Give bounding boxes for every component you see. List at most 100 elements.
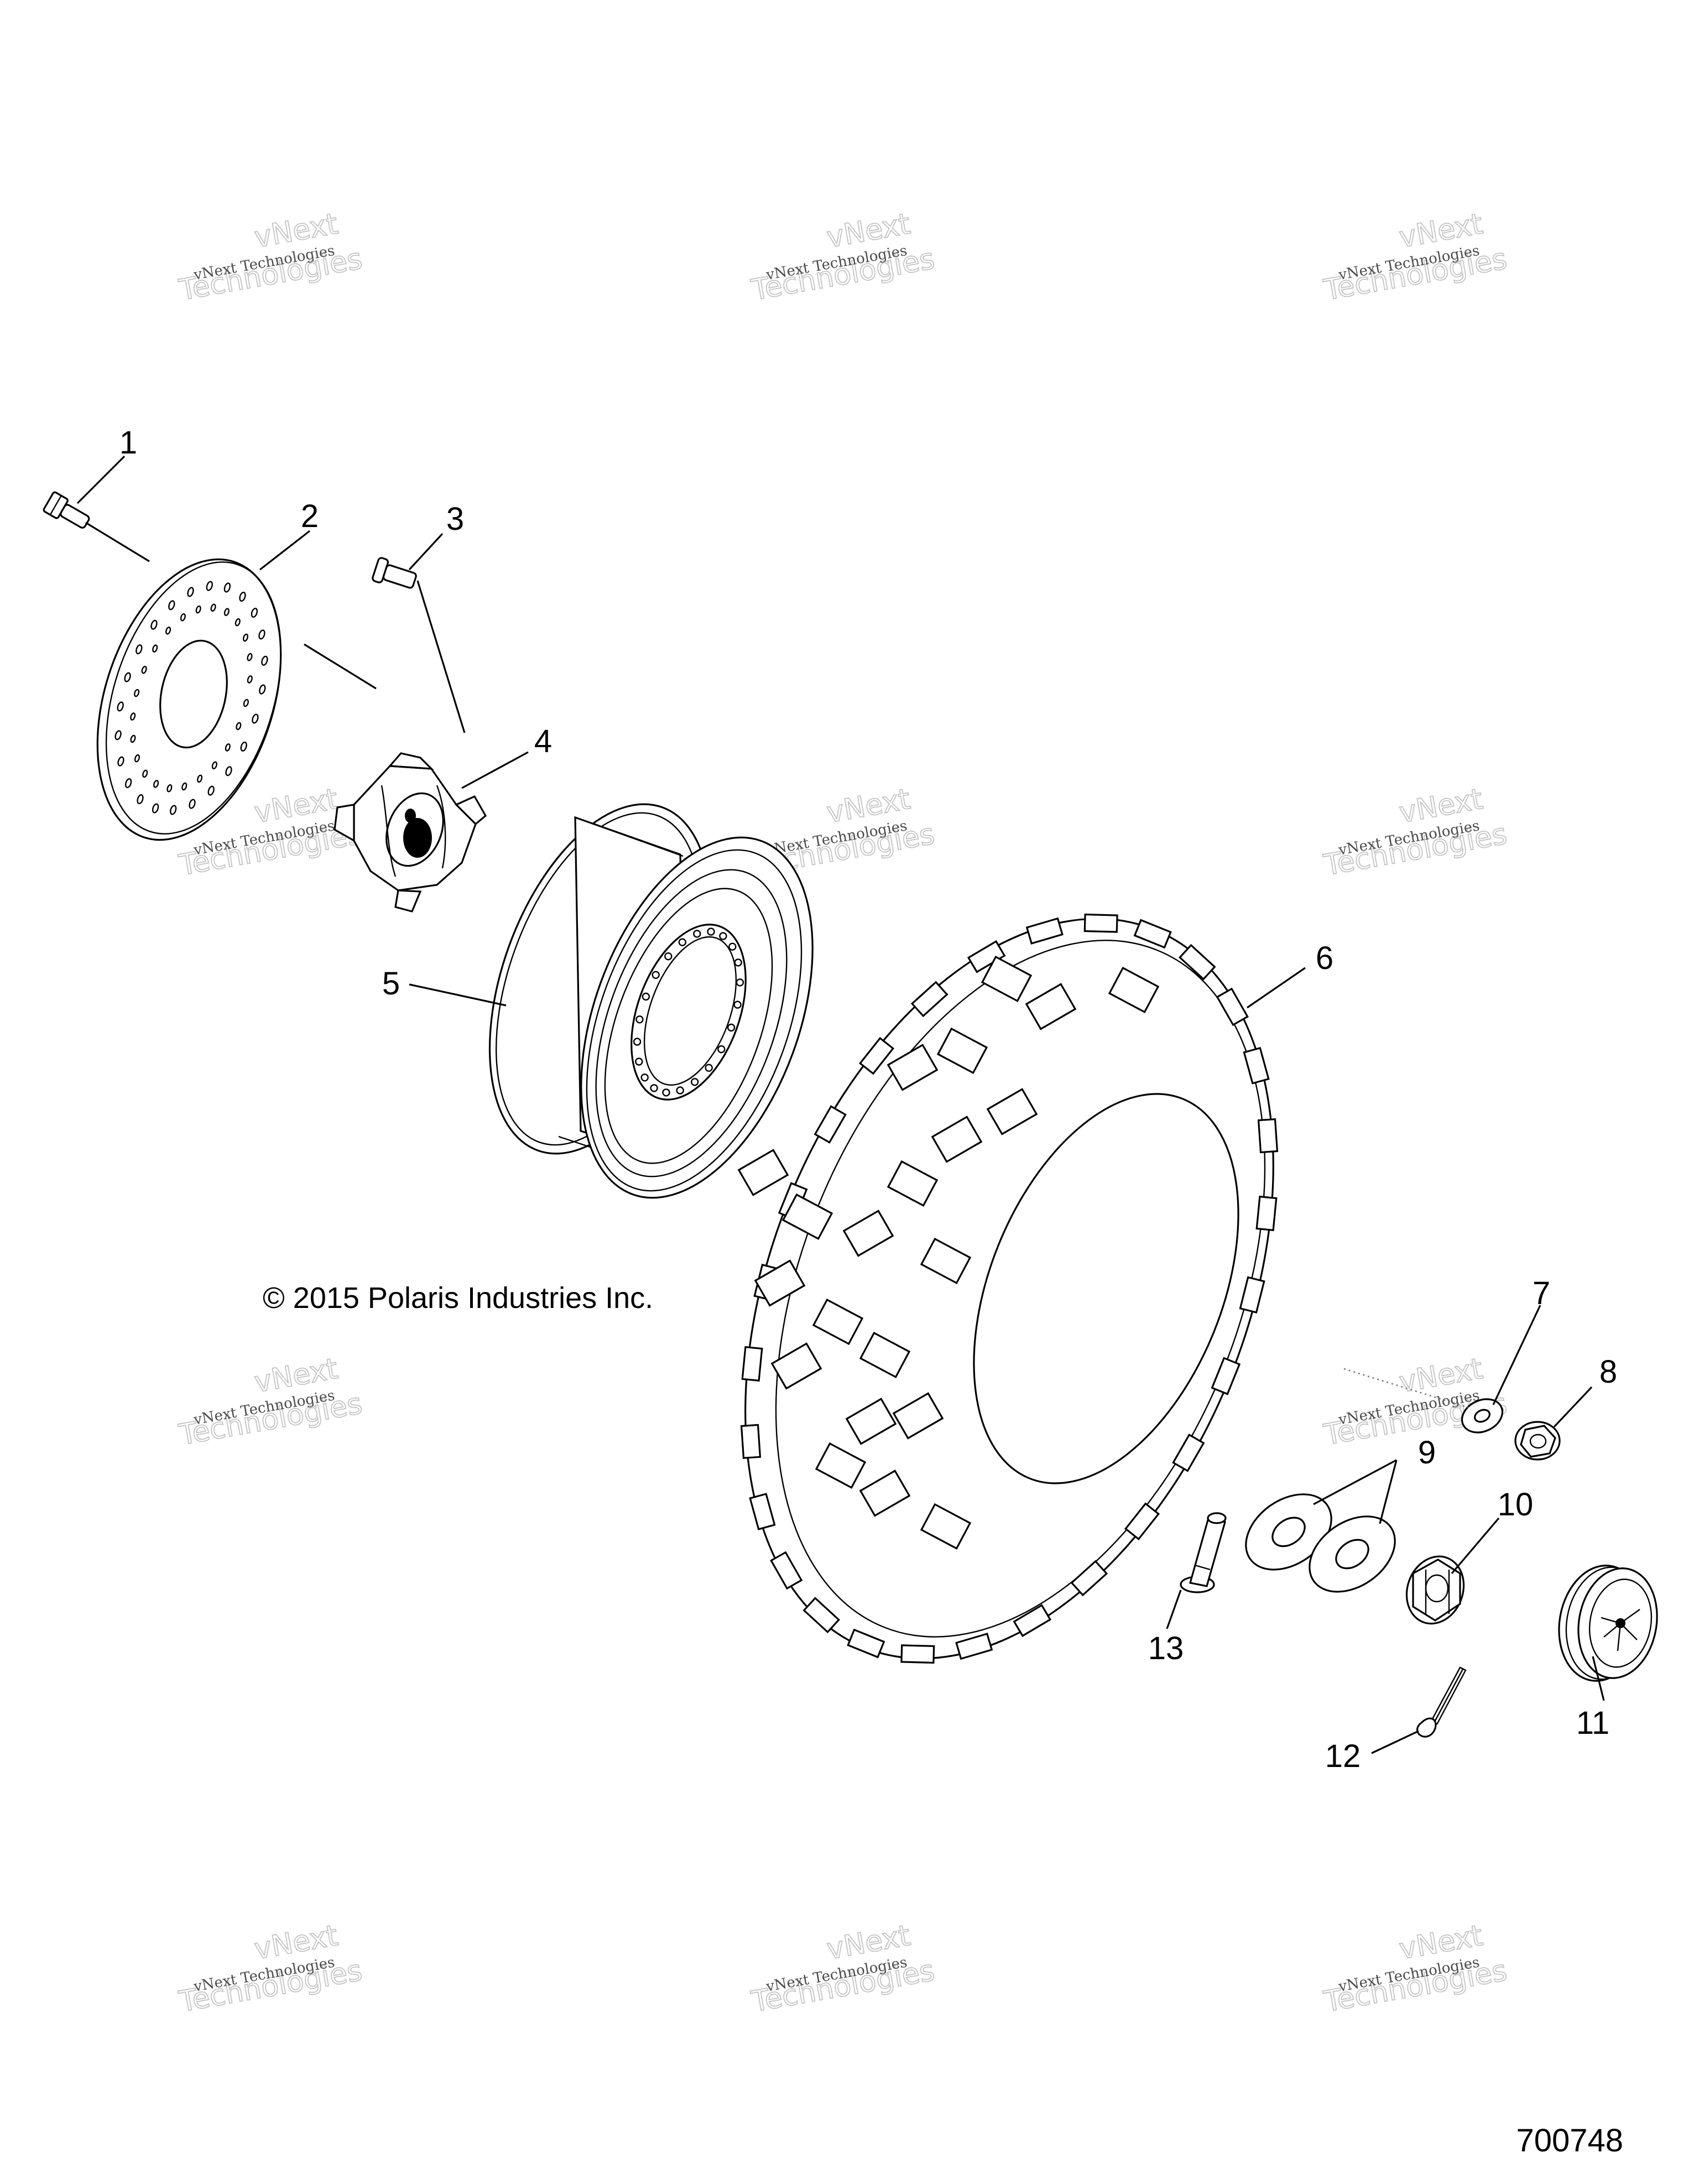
document-number: 700748 (1516, 2123, 1623, 2159)
tread-lug (770, 1342, 822, 1390)
tread-lug (1211, 1357, 1241, 1395)
disc-hole (153, 780, 159, 788)
rim-bolt (652, 971, 660, 979)
part-11-hub-cap (1558, 1565, 1658, 1682)
rim-bolt (736, 978, 744, 987)
tread-lug (859, 1331, 911, 1379)
tread-lug (815, 1442, 867, 1489)
tread-lug (802, 1597, 840, 1634)
disc-hole (170, 805, 177, 815)
disc-hole (135, 644, 143, 655)
disc-hole (134, 754, 140, 763)
rim-bolt (705, 1064, 713, 1072)
rim-bolt (707, 927, 715, 936)
tread-lug (900, 1644, 935, 1664)
tread-lug (814, 1105, 847, 1144)
disc-hole (165, 626, 171, 635)
tread-lug (1172, 1434, 1205, 1472)
disc-hole (197, 774, 203, 783)
tread-lug (1179, 944, 1216, 981)
rim-bolt (728, 942, 737, 951)
disc-hole (166, 784, 173, 793)
callout-5: 5 (382, 966, 400, 1002)
tread-lug (1070, 1560, 1108, 1597)
part-3-stud (372, 557, 417, 589)
tread-lug (1133, 919, 1172, 949)
tread-lug (910, 981, 948, 1018)
rim-bolt (676, 1086, 684, 1094)
disc-hole (252, 713, 259, 724)
callout-4: 4 (534, 723, 552, 759)
callout-1: 1 (119, 425, 137, 461)
tread-lug (931, 1116, 983, 1163)
tread-lug (887, 1044, 939, 1091)
part-12-cotter-pin (1416, 1666, 1467, 1738)
tread-lug (1124, 1502, 1160, 1541)
rim-bolt (635, 1015, 644, 1024)
tread-lug (770, 1551, 803, 1590)
part-1-bolt (43, 491, 90, 529)
disc-hole (223, 582, 231, 593)
disc-hole (225, 766, 232, 776)
part-9-washers (1245, 1493, 1396, 1593)
tread-lug (892, 1392, 944, 1440)
tread-lug (737, 1149, 789, 1196)
watermark: vNext Technologies vNext Technologies (748, 1919, 937, 2019)
part-7-washer (1461, 1398, 1504, 1434)
disc-hole (134, 689, 140, 697)
callout-11: 11 (1576, 1705, 1609, 1741)
disc-hole (150, 619, 158, 630)
disc-holes (114, 581, 268, 815)
part-6-tire (737, 913, 1279, 1664)
disc-hole (117, 756, 124, 767)
tread-lug (1083, 913, 1118, 933)
copyright-notice: © 2015 Polaris Industries Inc. (263, 1281, 653, 1315)
disc-hole (168, 600, 175, 611)
disc-hole (259, 684, 266, 695)
watermark: vNext Technologies vNext Technologies (748, 207, 937, 307)
tread-lug (1255, 1195, 1278, 1232)
tread-lug (936, 1027, 988, 1075)
tread-lug (741, 1346, 763, 1382)
callout-2: 2 (301, 498, 319, 534)
rim-bolt (717, 1045, 726, 1054)
callout-9: 9 (1418, 1435, 1436, 1471)
rim-bolt (719, 932, 727, 940)
tread-lug (1257, 1118, 1279, 1154)
watermark: vNext Technologies vNext Technologies (1321, 1919, 1510, 2019)
part-2-brake-disc (96, 558, 282, 841)
disc-hole (141, 665, 147, 674)
disc-hole (152, 803, 159, 814)
rim-bolt (727, 1023, 736, 1032)
tread-lug (1108, 966, 1160, 1014)
disc-hole (207, 785, 215, 796)
disc-hole (124, 672, 131, 682)
tread-lug (1013, 1604, 1052, 1638)
tread-lug (845, 1398, 897, 1445)
tread-lug (754, 1259, 806, 1307)
rim-bolt (690, 1078, 699, 1086)
tread-lug (1025, 983, 1077, 1030)
tread-lug (1243, 1046, 1270, 1085)
rim-bolt (650, 1084, 658, 1092)
callout-10: 10 (1498, 1487, 1534, 1523)
disc-hole (152, 644, 158, 653)
disc-hole (189, 799, 196, 809)
callout-numbers: 1 2 3 4 5 6 7 8 9 10 11 12 13 (119, 425, 1617, 1774)
callout-3: 3 (446, 501, 464, 537)
rim-bolt (662, 1088, 670, 1097)
disc-hole (240, 741, 247, 752)
tread-lug (986, 1088, 1038, 1135)
tread-lug (847, 1628, 885, 1659)
disc-hole (206, 581, 213, 591)
part-5-wheel-rim (488, 803, 814, 1199)
rim-bolt (678, 938, 687, 946)
tire-tread-lugs (737, 913, 1279, 1664)
disc-hole (180, 613, 186, 622)
rim-bolt-pattern (633, 927, 744, 1097)
tread-lug (1025, 917, 1064, 945)
tread-lug (887, 1160, 939, 1207)
tread-lug (858, 1036, 895, 1075)
disc-hole (195, 605, 201, 614)
